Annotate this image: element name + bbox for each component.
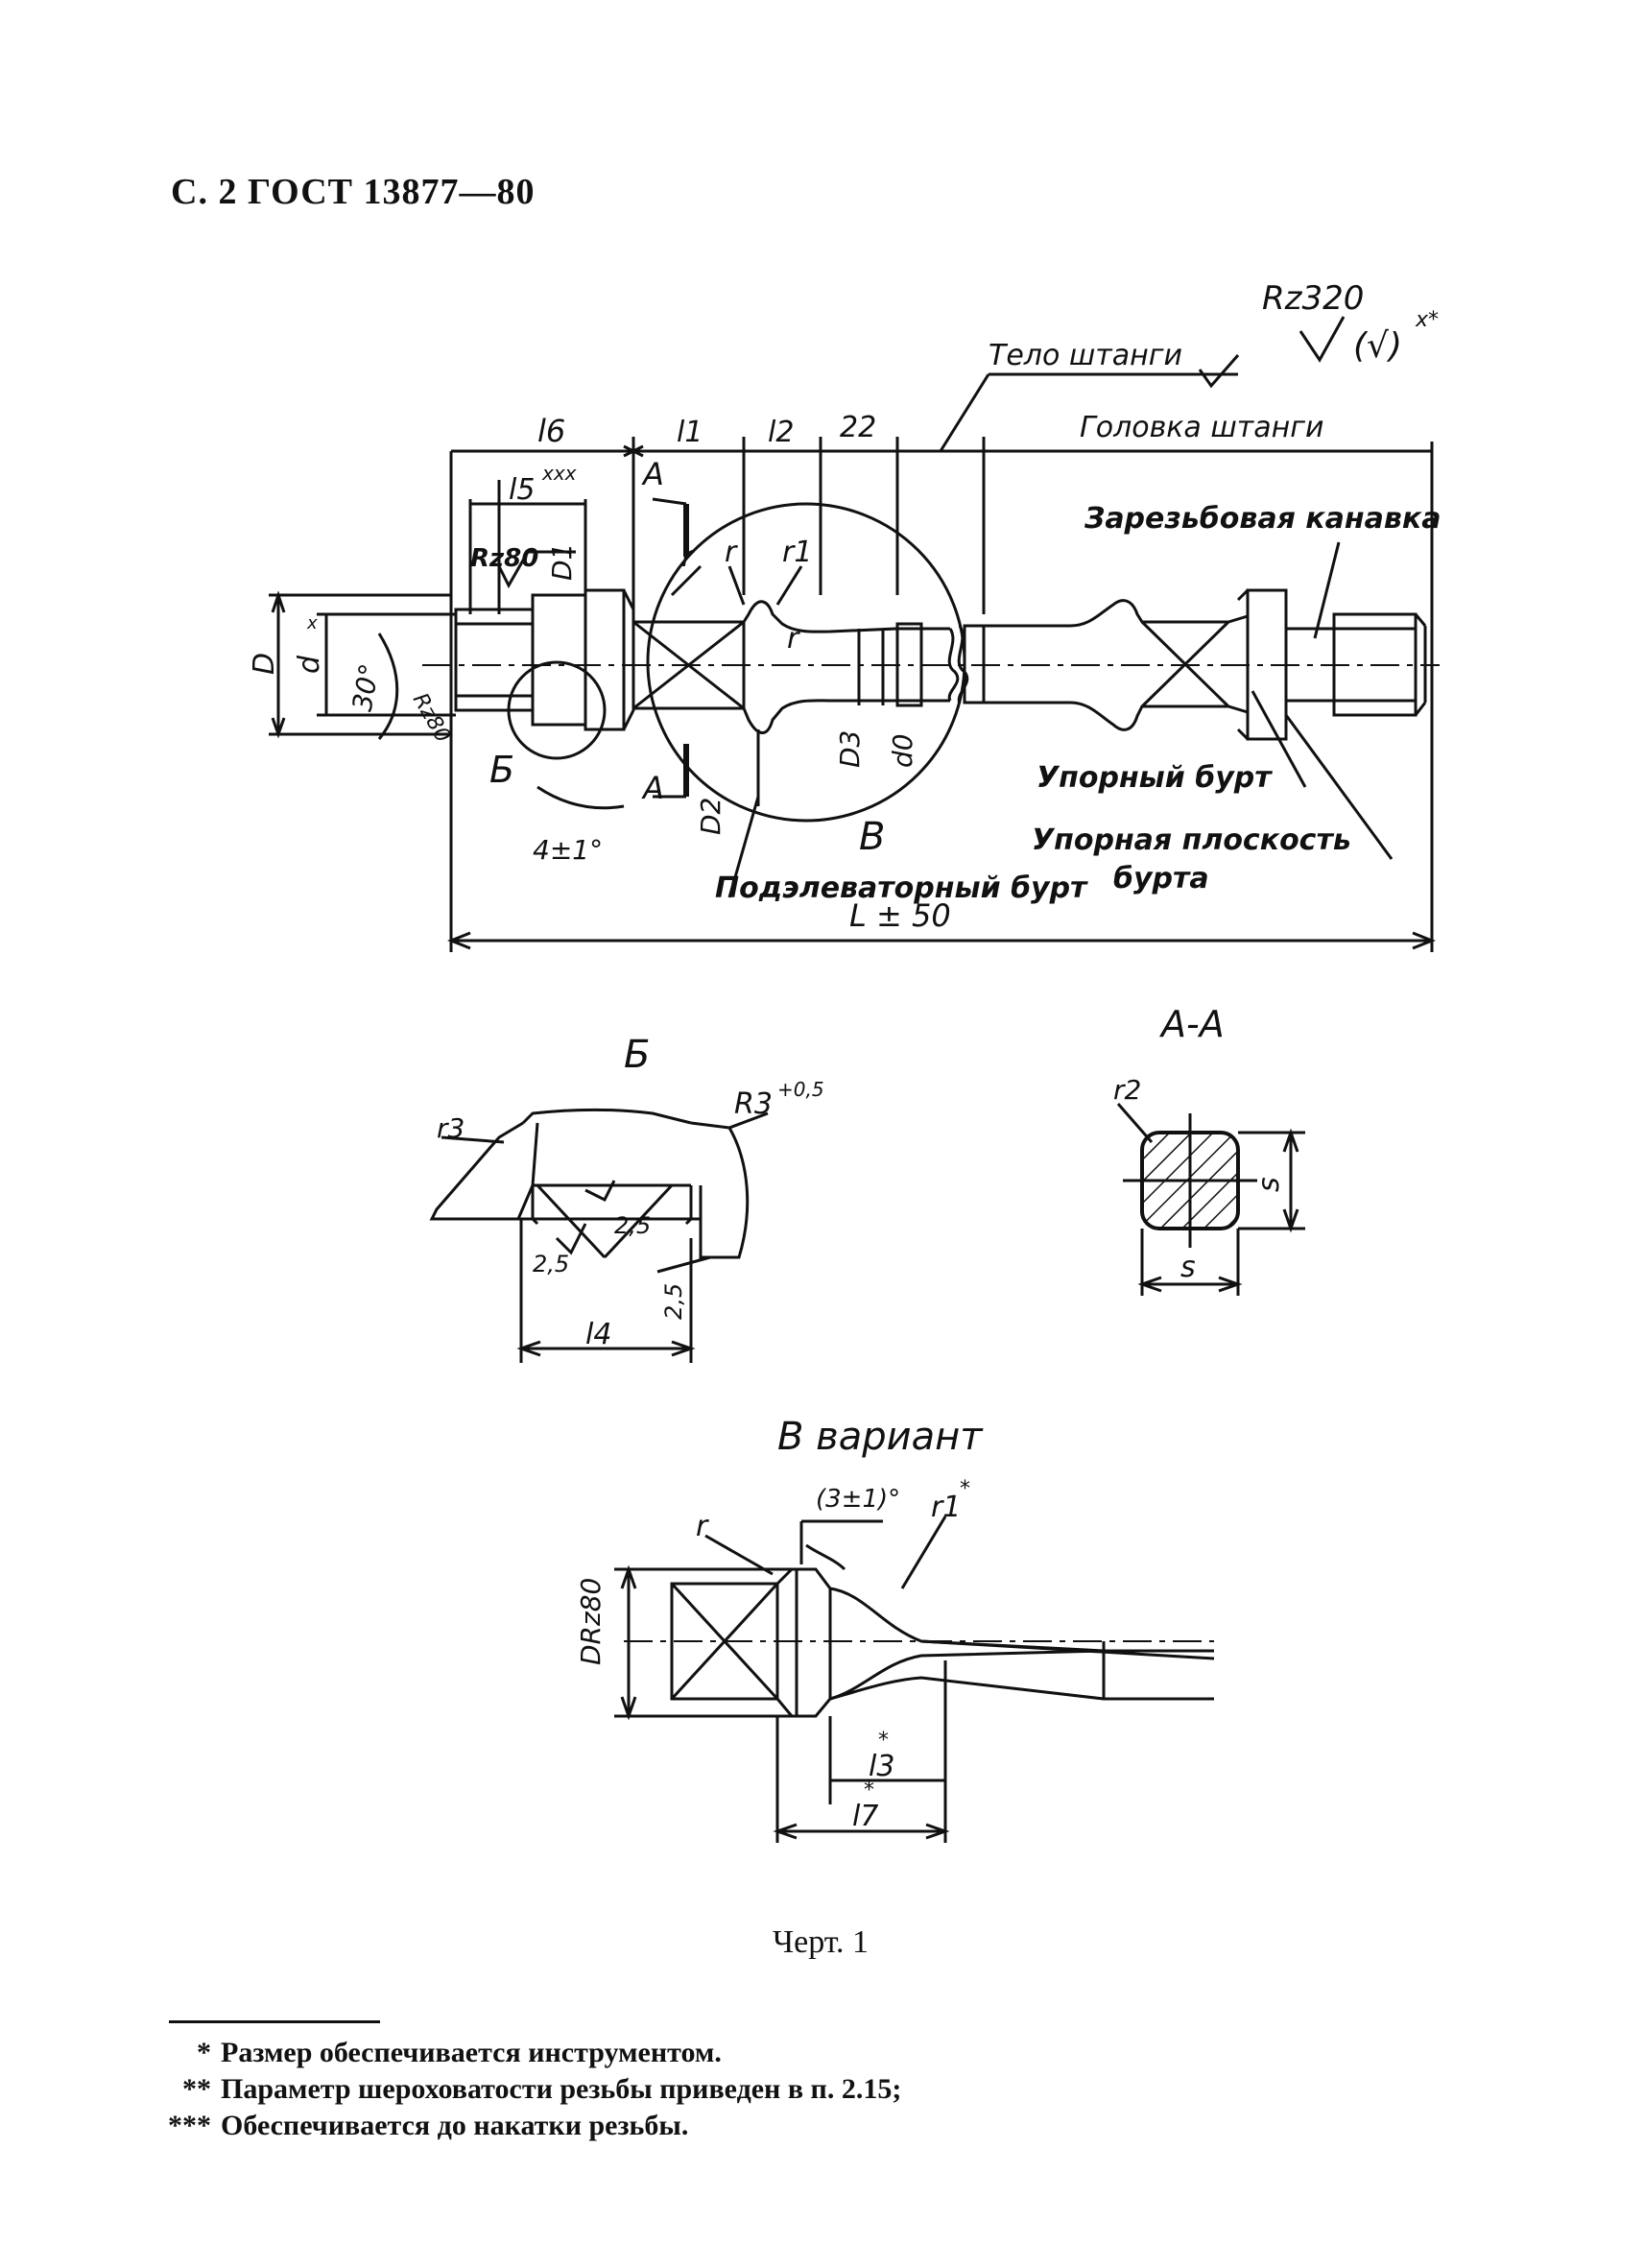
footnote-1-text: Размер обеспечивается инструментом. (221, 2037, 722, 2068)
detail-b-v25: 2,5 (614, 1212, 651, 1239)
elevator-collar (742, 600, 899, 734)
footnote-2-mark: ** (182, 2073, 211, 2105)
section-aa-s-side: s (1252, 1177, 1286, 1192)
collar-d1 (531, 593, 587, 727)
dim-angle30: 30° (346, 661, 386, 714)
detail-b-r3: r3 (437, 1112, 465, 1144)
body-label: Тело штанги (989, 339, 1182, 372)
footnote-1-mark: * (197, 2037, 211, 2068)
stop-plane-label-2: бурта (1113, 862, 1209, 895)
footnote-3-text: Обеспечивается до накатки резьбы. (221, 2110, 689, 2141)
page-header: С. 2 ГОСТ 13877—80 (171, 172, 536, 212)
roughness-mark: x* (1415, 308, 1439, 332)
main-drawing: Rz320 (√) x* Тело штанги Головка штанги … (248, 279, 1441, 952)
section-a-bottom: А (641, 770, 664, 806)
variant-v-r1: r1 (931, 1491, 961, 1524)
variant-v-angle: (3±1)° (816, 1485, 900, 1514)
dim-angle4: 4±1° (533, 834, 603, 866)
dim-L: L ± 50 (849, 897, 951, 934)
dim-r-b: r (725, 536, 738, 569)
view-v-label: В (859, 815, 885, 859)
detail-b-drawing: Б r3 R3 +0,5 2,5 2,5 2,5 l4 (429, 1033, 824, 1363)
dim-d-mark: x (306, 613, 318, 633)
variant-v-r1-mark: * (960, 1477, 970, 1501)
collar-d (584, 588, 626, 731)
dim-D1: D1 (546, 543, 578, 581)
footnotes: * Размер обеспечивается инструментом. **… (168, 2035, 902, 2144)
dim-l1: l1 (677, 416, 703, 449)
stop-collar-label: Упорный бурт (1036, 761, 1273, 795)
view-b-label: Б (489, 749, 514, 791)
dim-l5-mark: xxx (541, 462, 577, 485)
variant-v-title: В вариант (777, 1415, 984, 1459)
variant-v-l7-mark: * (864, 1779, 874, 1802)
variant-v-r: r (696, 1510, 709, 1543)
stop-plane-label: Упорная плоскость (1032, 824, 1351, 857)
section-aa-drawing: А-А r2 s s (1113, 1003, 1305, 1296)
head-label: Головка штанги (1080, 411, 1324, 444)
section-aa-s-bottom: s (1180, 1251, 1196, 1284)
variant-v-drawing: В вариант (3±1)° r r1 * DRz80 l3 * l7 * (575, 1415, 1215, 1843)
variant-v-l3-mark: * (878, 1729, 889, 1753)
variant-v-l7: l7 (852, 1800, 878, 1833)
detail-b-circle (507, 660, 607, 760)
section-aa-r2: r2 (1113, 1074, 1141, 1106)
dim-l5: l5 (509, 473, 535, 507)
section-a-top: А (641, 456, 664, 492)
detail-b-l4: l4 (585, 1318, 611, 1351)
thread-groove-label: Зарезьбовая канавка (1084, 502, 1441, 536)
detail-b-v25b: 2,5 (533, 1251, 569, 1277)
dim-d0: d0 (887, 733, 918, 768)
detail-b-R3-tol: +0,5 (777, 1078, 824, 1101)
dim-D2: D2 (695, 798, 727, 835)
detail-b-v25c: 2,5 (660, 1283, 687, 1320)
dim-D3: D3 (834, 730, 866, 768)
dim-l6: l6 (537, 413, 565, 449)
roughness-alt-label: (√) (1353, 326, 1402, 366)
dim-r-a: r (681, 540, 695, 574)
detail-v-circle (646, 502, 966, 823)
footnote-1: * Размер обеспечивается инструментом. (197, 2035, 901, 2071)
footnote-3-mark: *** (168, 2110, 211, 2141)
footnote-3: *** Обеспечивается до накатки резьбы. (168, 2108, 901, 2144)
dim-l2: l2 (768, 416, 794, 449)
roughness-top-label: Rz320 (1262, 279, 1364, 318)
footnote-2-text: Параметр шероховатости резьбы приведен в… (221, 2073, 902, 2105)
figure-caption: Черт. 1 (773, 1924, 870, 1960)
variant-v-l3: l3 (869, 1750, 894, 1783)
dim-rz80-b: Rz80 (408, 689, 455, 747)
detail-b-title: Б (624, 1033, 650, 1077)
dim-r1: r1 (782, 536, 812, 569)
variant-taper (829, 1587, 1214, 1653)
section-aa-title: А-А (1158, 1003, 1225, 1045)
footnote-2: ** Параметр шероховатости резьбы приведе… (182, 2071, 902, 2108)
footnote-rule (169, 2020, 380, 2023)
dim-22: 22 (840, 411, 876, 444)
detail-b-R3: R3 (734, 1087, 773, 1121)
dim-rz80: Rz80 (470, 544, 538, 573)
elevator-collar-label: Подэлеваторный бурт (715, 871, 1088, 905)
variant-collar (775, 1567, 832, 1718)
dim-d: d (293, 655, 326, 674)
dim-r-c: r (787, 622, 800, 656)
variant-v-drz: DRz80 (575, 1578, 607, 1665)
dim-D: D (248, 653, 281, 675)
